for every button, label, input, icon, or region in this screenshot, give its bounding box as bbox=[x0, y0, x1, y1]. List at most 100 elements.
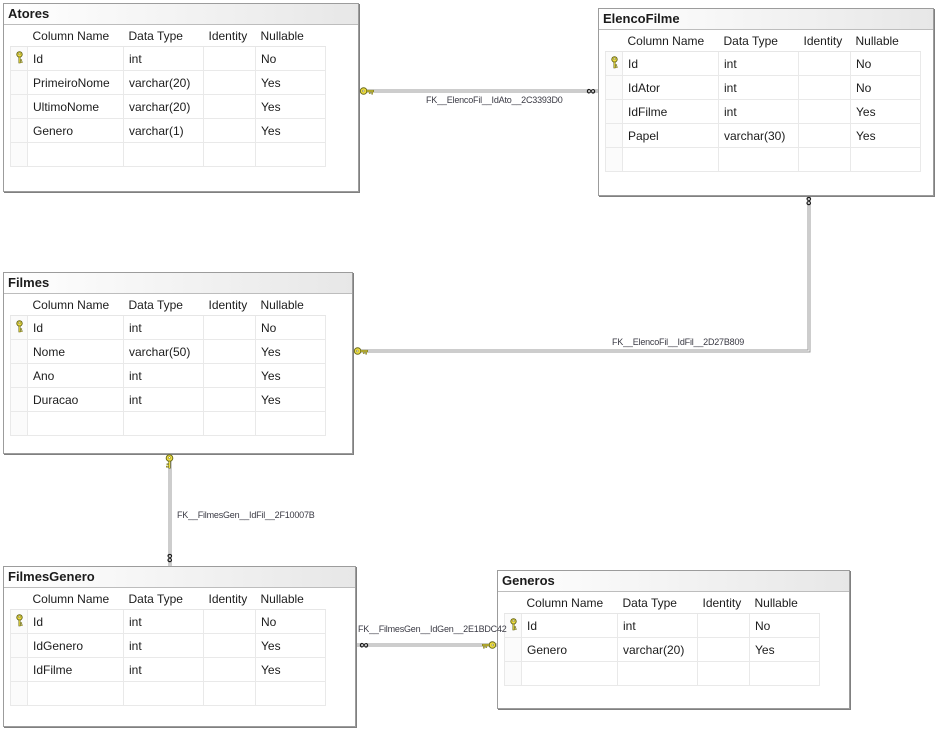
cell-nullable[interactable] bbox=[850, 147, 921, 172]
column-row[interactable]: PrimeiroNome varchar(20) Yes bbox=[10, 70, 326, 95]
cell-data-type[interactable]: int bbox=[123, 46, 204, 71]
row-selector[interactable] bbox=[10, 339, 28, 364]
cell-nullable[interactable]: Yes bbox=[850, 123, 921, 148]
cell-nullable[interactable]: Yes bbox=[255, 387, 326, 412]
cell-identity[interactable] bbox=[798, 147, 851, 172]
table-window-generos[interactable]: Generos Column Name Data Type Identity N… bbox=[497, 570, 850, 709]
cell-identity[interactable] bbox=[697, 661, 750, 686]
cell-data-type[interactable] bbox=[123, 411, 204, 436]
cell-nullable[interactable]: No bbox=[749, 613, 820, 638]
cell-data-type[interactable]: varchar(50) bbox=[123, 339, 204, 364]
cell-data-type[interactable]: varchar(1) bbox=[123, 118, 204, 143]
column-row[interactable]: Id int No bbox=[10, 315, 326, 340]
cell-identity[interactable] bbox=[798, 75, 851, 100]
cell-identity[interactable] bbox=[203, 411, 256, 436]
cell-column-name[interactable]: Ano bbox=[27, 363, 124, 388]
row-selector[interactable] bbox=[10, 633, 28, 658]
empty-column-row[interactable] bbox=[10, 411, 326, 436]
table-title[interactable]: FilmesGenero bbox=[4, 567, 355, 588]
cell-identity[interactable] bbox=[798, 123, 851, 148]
row-selector[interactable] bbox=[10, 142, 28, 167]
cell-data-type[interactable]: int bbox=[123, 363, 204, 388]
cell-column-name[interactable]: Id bbox=[27, 609, 124, 634]
table-window-elencofilme[interactable]: ElencoFilme Column Name Data Type Identi… bbox=[598, 8, 934, 196]
row-selector[interactable] bbox=[10, 94, 28, 119]
column-row[interactable]: Genero varchar(1) Yes bbox=[10, 118, 326, 143]
row-selector[interactable] bbox=[605, 99, 623, 124]
cell-nullable[interactable]: Yes bbox=[255, 363, 326, 388]
empty-column-row[interactable] bbox=[504, 661, 820, 686]
cell-identity[interactable] bbox=[203, 142, 256, 167]
cell-nullable[interactable] bbox=[255, 411, 326, 436]
cell-data-type[interactable]: varchar(20) bbox=[617, 637, 698, 662]
cell-data-type[interactable]: int bbox=[123, 315, 204, 340]
cell-identity[interactable] bbox=[203, 387, 256, 412]
cell-identity[interactable] bbox=[203, 70, 256, 95]
row-selector[interactable] bbox=[10, 363, 28, 388]
table-title[interactable]: Filmes bbox=[4, 273, 352, 294]
cell-column-name[interactable]: Id bbox=[27, 46, 124, 71]
row-selector[interactable] bbox=[10, 657, 28, 682]
cell-data-type[interactable]: int bbox=[123, 657, 204, 682]
empty-column-row[interactable] bbox=[10, 681, 326, 706]
cell-column-name[interactable] bbox=[27, 411, 124, 436]
cell-column-name[interactable] bbox=[622, 147, 719, 172]
row-selector[interactable] bbox=[10, 387, 28, 412]
cell-data-type[interactable]: int bbox=[123, 609, 204, 634]
row-selector[interactable] bbox=[10, 46, 28, 71]
column-row[interactable]: IdFilme int Yes bbox=[10, 657, 326, 682]
row-selector[interactable] bbox=[10, 70, 28, 95]
row-selector[interactable] bbox=[504, 613, 522, 638]
cell-nullable[interactable] bbox=[255, 681, 326, 706]
cell-identity[interactable] bbox=[203, 681, 256, 706]
row-selector[interactable] bbox=[605, 51, 623, 76]
column-row[interactable]: UltimoNome varchar(20) Yes bbox=[10, 94, 326, 119]
cell-data-type[interactable]: int bbox=[718, 75, 799, 100]
cell-identity[interactable] bbox=[203, 118, 256, 143]
cell-data-type[interactable] bbox=[123, 681, 204, 706]
cell-data-type[interactable]: int bbox=[617, 613, 698, 638]
relationship-filmes-elencofilme[interactable] bbox=[353, 196, 811, 353]
cell-column-name[interactable]: UltimoNome bbox=[27, 94, 124, 119]
row-selector[interactable] bbox=[504, 637, 522, 662]
cell-column-name[interactable]: Genero bbox=[27, 118, 124, 143]
cell-data-type[interactable] bbox=[718, 147, 799, 172]
cell-data-type[interactable]: varchar(30) bbox=[718, 123, 799, 148]
column-row[interactable]: Id int No bbox=[10, 609, 326, 634]
row-selector[interactable] bbox=[605, 123, 623, 148]
column-row[interactable]: IdAtor int No bbox=[605, 75, 921, 100]
row-selector[interactable] bbox=[10, 315, 28, 340]
cell-identity[interactable] bbox=[203, 315, 256, 340]
cell-column-name[interactable]: IdAtor bbox=[622, 75, 719, 100]
column-row[interactable]: Ano int Yes bbox=[10, 363, 326, 388]
cell-identity[interactable] bbox=[203, 339, 256, 364]
table-window-filmesgenero[interactable]: FilmesGenero Column Name Data Type Ident… bbox=[3, 566, 356, 727]
cell-data-type[interactable]: int bbox=[123, 387, 204, 412]
cell-nullable[interactable]: Yes bbox=[255, 70, 326, 95]
row-selector[interactable] bbox=[10, 411, 28, 436]
cell-column-name[interactable]: IdGenero bbox=[27, 633, 124, 658]
cell-data-type[interactable]: int bbox=[123, 633, 204, 658]
table-title[interactable]: Generos bbox=[498, 571, 849, 592]
cell-nullable[interactable]: No bbox=[255, 46, 326, 71]
cell-nullable[interactable]: Yes bbox=[850, 99, 921, 124]
cell-identity[interactable] bbox=[697, 637, 750, 662]
cell-identity[interactable] bbox=[203, 46, 256, 71]
cell-column-name[interactable]: Nome bbox=[27, 339, 124, 364]
cell-identity[interactable] bbox=[798, 99, 851, 124]
column-row[interactable]: IdGenero int Yes bbox=[10, 633, 326, 658]
cell-nullable[interactable]: No bbox=[850, 75, 921, 100]
cell-nullable[interactable]: Yes bbox=[255, 657, 326, 682]
column-row[interactable]: Duracao int Yes bbox=[10, 387, 326, 412]
cell-nullable[interactable]: Yes bbox=[749, 637, 820, 662]
column-row[interactable]: Id int No bbox=[605, 51, 921, 76]
cell-nullable[interactable]: Yes bbox=[255, 633, 326, 658]
cell-data-type[interactable] bbox=[123, 142, 204, 167]
column-row[interactable]: Id int No bbox=[504, 613, 820, 638]
cell-column-name[interactable]: IdFilme bbox=[622, 99, 719, 124]
row-selector[interactable] bbox=[10, 609, 28, 634]
cell-identity[interactable] bbox=[203, 363, 256, 388]
cell-data-type[interactable]: int bbox=[718, 99, 799, 124]
cell-column-name[interactable]: Genero bbox=[521, 637, 618, 662]
cell-identity[interactable] bbox=[697, 613, 750, 638]
